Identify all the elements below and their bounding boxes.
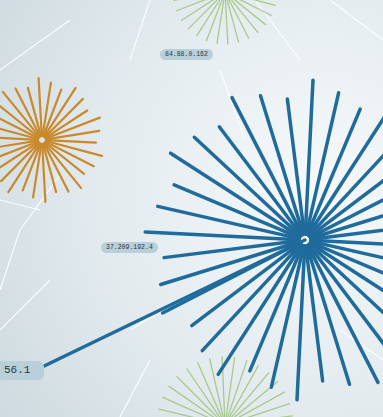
hub-link xyxy=(40,240,305,368)
spoke xyxy=(16,88,41,136)
address-label: 56.1 xyxy=(0,361,44,380)
spoke xyxy=(192,244,300,326)
spoke xyxy=(309,245,383,353)
spoke xyxy=(0,141,38,162)
address-label: 37.209.192.4 xyxy=(101,242,158,253)
starburst xyxy=(0,78,102,202)
spoke xyxy=(229,0,272,15)
spoke xyxy=(194,137,300,236)
spoke xyxy=(311,222,383,239)
spoke xyxy=(0,114,38,138)
spoke xyxy=(229,404,290,417)
spoke xyxy=(39,78,42,136)
spoke xyxy=(181,0,221,20)
spoke xyxy=(227,0,249,38)
spoke xyxy=(226,361,247,417)
spoke xyxy=(202,244,301,350)
spoke xyxy=(176,0,221,11)
spoke xyxy=(174,0,221,1)
spoke xyxy=(46,131,99,140)
spoke xyxy=(0,141,38,150)
spoke xyxy=(306,246,323,381)
spoke xyxy=(310,154,383,236)
spoke xyxy=(169,386,222,417)
address-text: 84.88.0.162 xyxy=(165,51,208,58)
address-label: 84.88.0.162 xyxy=(160,49,213,60)
starburst xyxy=(145,80,383,400)
spoke xyxy=(206,0,223,41)
spoke xyxy=(225,0,228,44)
spoke xyxy=(229,392,285,417)
spoke xyxy=(197,0,223,36)
spoke xyxy=(229,416,292,417)
spoke xyxy=(164,241,299,258)
spoke xyxy=(287,99,304,234)
address-text: 56.1 xyxy=(4,364,30,377)
spoke xyxy=(217,0,224,43)
starburst xyxy=(173,0,277,44)
spoke xyxy=(46,118,100,139)
address-text: 37.209.192.4 xyxy=(106,244,153,251)
spoke xyxy=(42,144,45,202)
spoke xyxy=(44,144,69,192)
spoke xyxy=(219,127,301,235)
